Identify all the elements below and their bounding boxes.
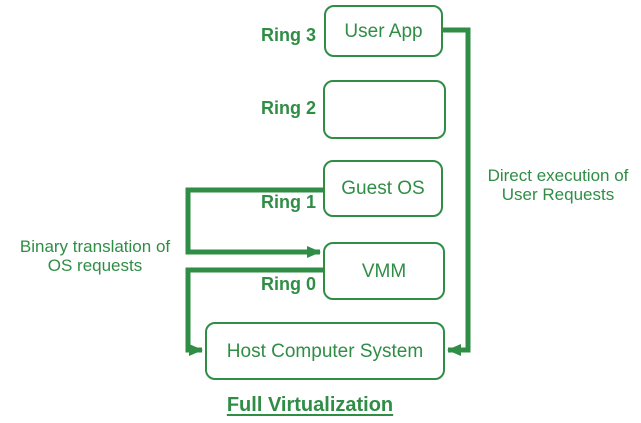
binary-translation-annotation: Binary translation of OS requests (4, 237, 186, 275)
host-computer-system-box-label: Host Computer System (226, 340, 424, 362)
ring1-label: Ring 1 (260, 192, 316, 212)
vmm-box-label: VMM (361, 260, 407, 282)
binary-translation-annotation-line1: Binary translation of (19, 237, 171, 256)
direct-execution-arrow (443, 27, 471, 356)
host-computer-system-box: Host Computer System (205, 322, 445, 380)
direct-execution-annotation-line1: Direct execution of (487, 166, 629, 185)
user-app-box-label: User App (344, 20, 423, 42)
ring2-label: Ring 2 (260, 98, 316, 118)
guest-os-box: Guest OS (323, 160, 443, 217)
direct-execution-annotation-line2: User Requests (501, 185, 615, 204)
ring2-empty-box (323, 80, 446, 139)
vmm-box: VMM (323, 242, 445, 300)
binary-translation-annotation-line2: OS requests (47, 256, 143, 275)
ring0-label: Ring 0 (260, 274, 316, 294)
guest-os-box-label: Guest OS (341, 178, 425, 199)
diagram-title: Full Virtualization (226, 394, 394, 416)
direct-execution-annotation: Direct execution of User Requests (477, 166, 639, 204)
user-app-box: User App (324, 5, 443, 57)
ring3-label: Ring 3 (260, 25, 316, 45)
